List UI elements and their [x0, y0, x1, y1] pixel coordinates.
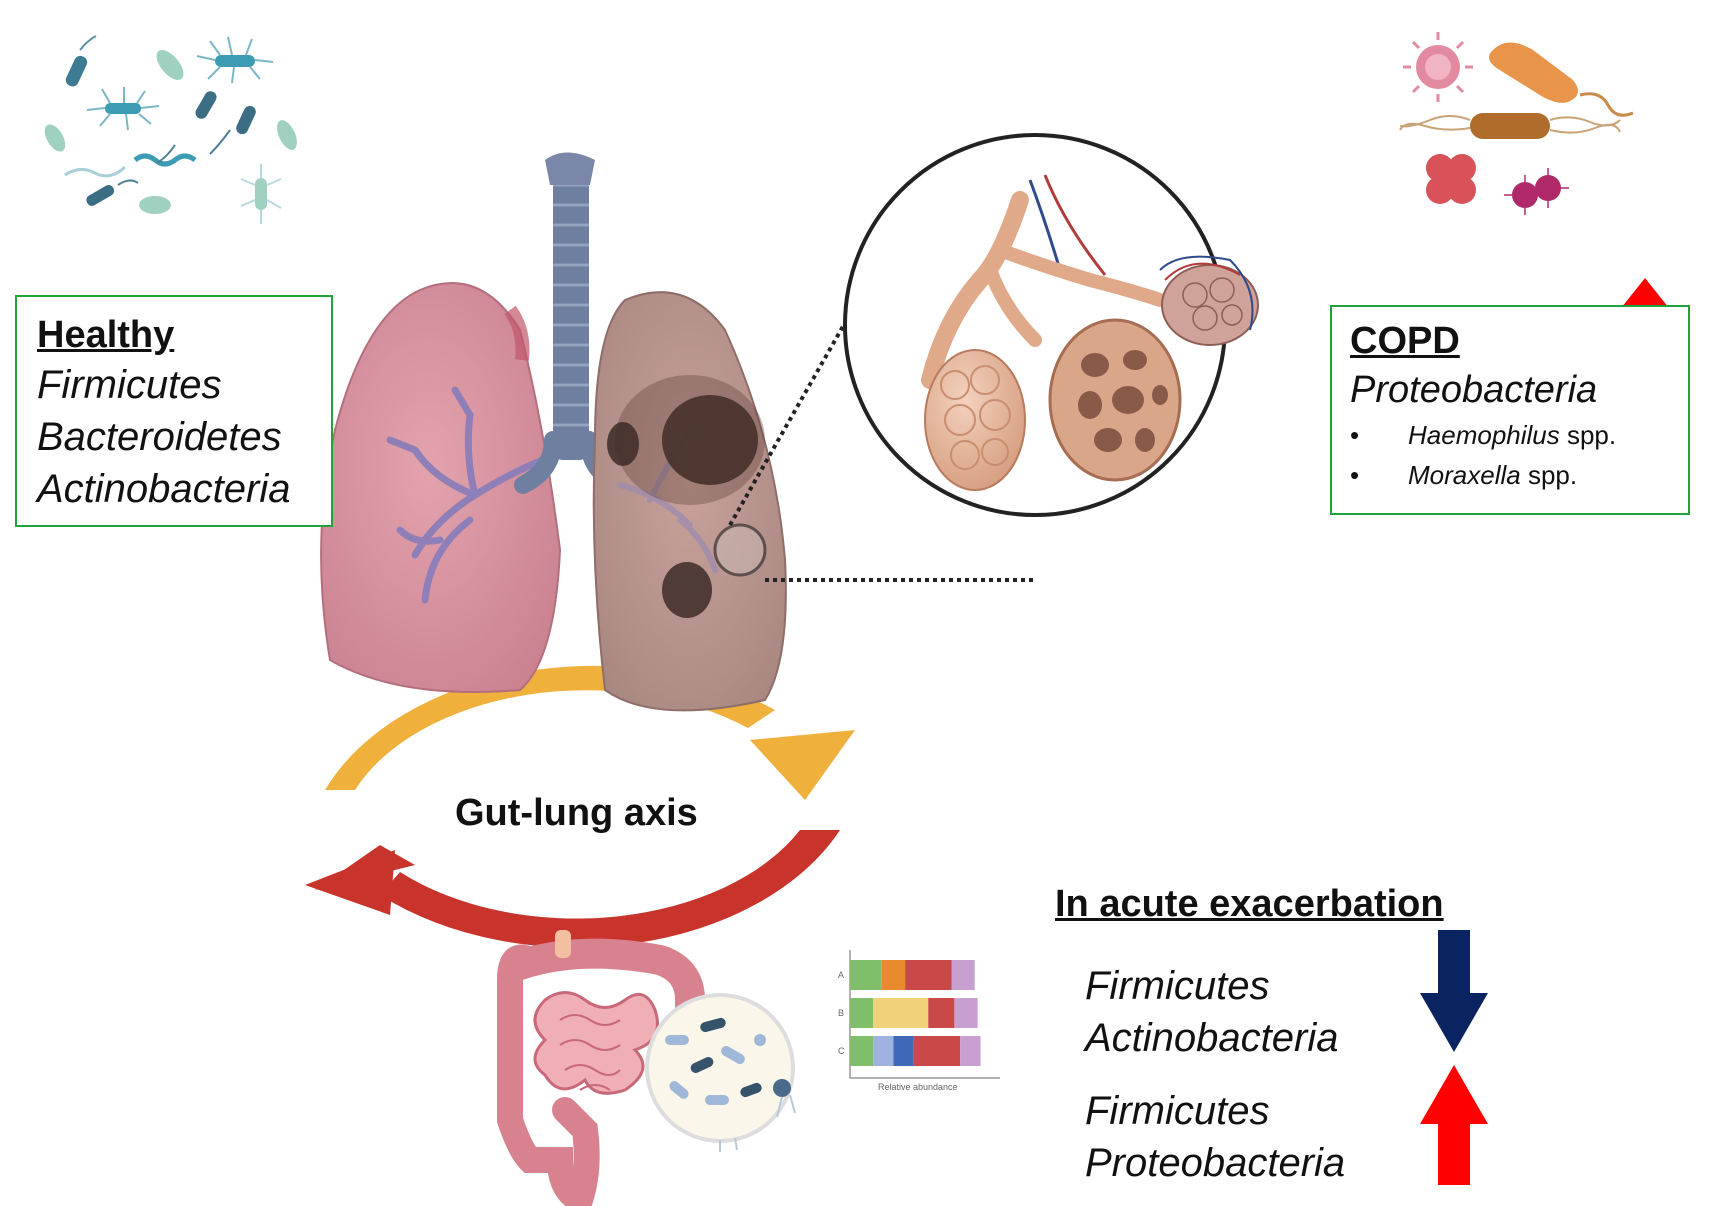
mini-chart-bar-segment [893, 1036, 914, 1066]
mini-chart-bar-segment [850, 998, 874, 1028]
healthy-title: Healthy [37, 314, 175, 356]
mini-chart-axis [849, 950, 1000, 1079]
acute-phylum: Proteobacteria [1085, 1141, 1346, 1185]
acute-title: In acute exacerbation [1055, 883, 1444, 925]
mini-chart-category-label: C [838, 1046, 845, 1056]
mini-chart-bar-segment [850, 960, 882, 990]
microbe-magnifier-icon [645, 993, 796, 1152]
mini-chart-bar-segment [913, 1036, 961, 1066]
bacteria-cluster-icon [44, 35, 297, 224]
intestine-icon [497, 930, 705, 1206]
mini-chart-xlabel: Relative abundance [878, 1082, 958, 1092]
acute-group-decrease: Firmicutes Actinobacteria [1085, 960, 1338, 1064]
mini-chart-bar-segment [954, 998, 978, 1028]
acute-decrease-arrow-icon [1420, 930, 1488, 1052]
mini-chart-bar-segment [850, 1036, 874, 1066]
copd-box: COPD Proteobacteria • Haemophilus spp. •… [1330, 305, 1690, 515]
species-genus: Moraxella [1408, 460, 1521, 490]
copd-phylum: Proteobacteria [1350, 369, 1598, 411]
mini-chart-bar-segment [905, 960, 952, 990]
acute-phylum: Firmicutes [1085, 1089, 1270, 1133]
species-genus: Haemophilus [1408, 420, 1560, 450]
copd-species-item: • Haemophilus spp. [1350, 415, 1688, 455]
acute-phylum: Actinobacteria [1085, 1016, 1339, 1060]
copd-species-item: • Moraxella spp. [1350, 455, 1688, 495]
alveoli-icon [843, 133, 1259, 517]
healthy-phylum: Actinobacteria [37, 467, 291, 511]
mini-chart-bar-segment [873, 998, 929, 1028]
acute-increase-arrow-icon [1420, 1065, 1488, 1185]
mini-abundance-chart: A B C Relative abundance [838, 950, 1000, 1092]
species-suffix: spp. [1520, 460, 1578, 490]
healthy-phylum: Bacteroidetes [37, 415, 282, 459]
healthy-box: Healthy Firmicutes Bacteroidetes Actinob… [15, 295, 333, 527]
mini-chart-category-label: B [838, 1008, 844, 1018]
acute-group-increase: Firmicutes Proteobacteria [1085, 1085, 1345, 1189]
pathogens-icon [1399, 32, 1634, 215]
species-suffix: spp. [1559, 420, 1617, 450]
acute-phylum: Firmicutes [1085, 964, 1270, 1008]
mini-chart-bar-segment [881, 960, 906, 990]
magnifier-lines [728, 269, 1035, 582]
mini-chart-bar-segment [951, 960, 975, 990]
copd-title: COPD [1350, 320, 1460, 362]
mini-chart-bar-segment [873, 1036, 894, 1066]
healthy-phylum: Firmicutes [37, 363, 222, 407]
mini-chart-category-label: A [838, 970, 844, 980]
mini-chart-bar-segment [960, 1036, 981, 1066]
gut-lung-axis-label: Gut-lung axis [455, 792, 698, 834]
lungs-icon [320, 152, 787, 712]
bullet: • [1350, 420, 1360, 450]
bullet: • [1350, 460, 1360, 490]
mini-chart-bar-segment [928, 998, 955, 1028]
